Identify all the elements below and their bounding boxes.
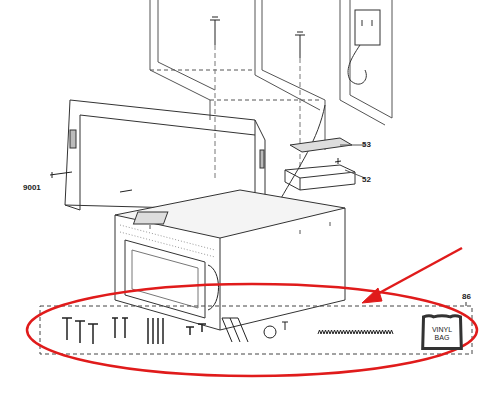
- callout-number: 86: [462, 293, 471, 301]
- callout-number: 9001: [23, 184, 41, 192]
- vinyl-bag: VINYL BAG: [421, 314, 463, 350]
- callout-number: 53: [362, 141, 371, 149]
- bag-label: VINYL BAG: [424, 326, 460, 341]
- callout-number: 52: [362, 176, 371, 184]
